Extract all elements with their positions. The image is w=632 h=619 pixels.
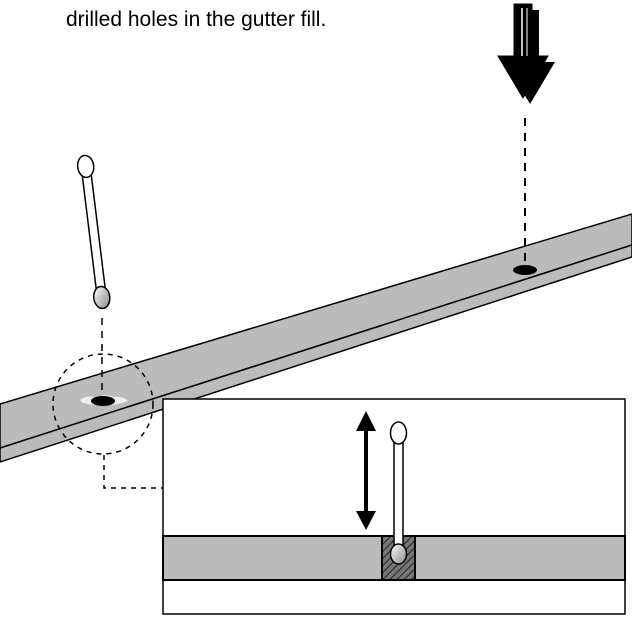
down-arrow-icon bbox=[497, 3, 555, 104]
drilled-hole bbox=[513, 265, 537, 275]
gutter-beam bbox=[0, 213, 632, 463]
filled-hole bbox=[91, 396, 115, 406]
section-slab-left bbox=[162, 535, 383, 581]
detail-leader-line bbox=[103, 455, 166, 489]
gutter-beam-upper bbox=[0, 213, 632, 449]
section-slab-right bbox=[414, 535, 626, 581]
detail-inset bbox=[162, 398, 626, 615]
vertical-double-arrow-icon bbox=[356, 411, 376, 530]
inset-swab-icon bbox=[389, 421, 408, 565]
detail-circle bbox=[52, 353, 154, 455]
caption-text: drilled holes in the gutter fill. bbox=[66, 8, 327, 31]
cotton-swab-icon bbox=[76, 154, 111, 310]
gutter-beam-lower bbox=[0, 244, 632, 463]
